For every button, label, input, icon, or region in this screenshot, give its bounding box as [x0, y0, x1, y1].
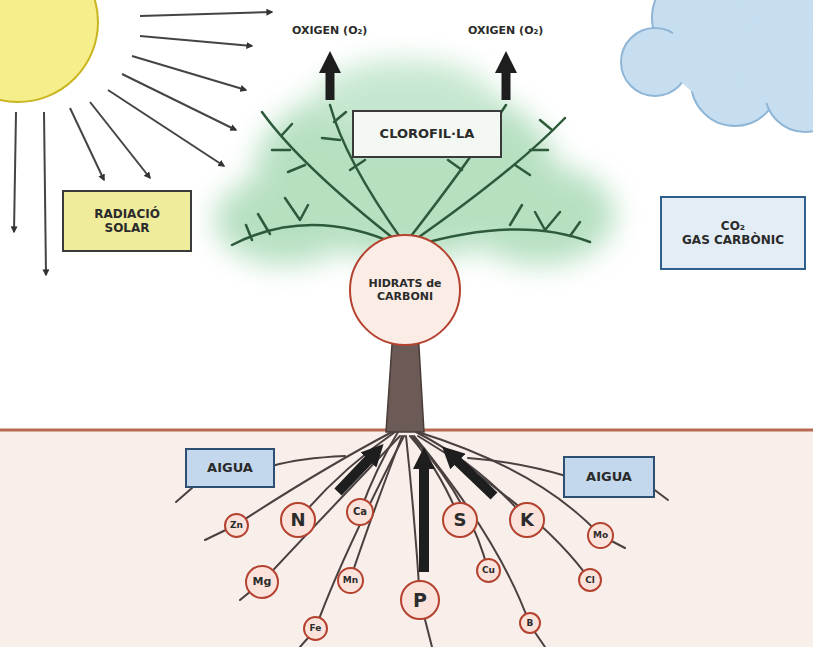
element-circle: Zn: [224, 513, 249, 538]
element-circle: Mn: [337, 567, 364, 594]
branches: [232, 105, 590, 246]
circle-label: Cu: [482, 565, 495, 576]
gas-label: OXIGEN (O₂): [468, 24, 543, 37]
element-circle: N: [280, 502, 316, 538]
circle-label: Cl: [585, 575, 595, 586]
product-circle: HIDRATS de CARBONI: [349, 234, 461, 346]
box-label: AIGUA: [207, 460, 253, 476]
cloud-fill: [670, 0, 813, 105]
circle-label: Zn: [230, 520, 243, 531]
circle-label: P: [413, 589, 427, 612]
circle-label: HIDRATS de CARBONI: [362, 277, 448, 303]
element-circle: Ca: [346, 498, 374, 526]
element-circle: B: [519, 612, 541, 634]
oxygen-arrows: [330, 62, 506, 100]
box-label: CO₂: [721, 219, 745, 233]
box-label: RADIACIÓ SOLAR: [74, 207, 180, 236]
pigment-box: CLOROFIL·LA: [352, 110, 502, 158]
sun: [0, 0, 98, 102]
water-box: AIGUA: [563, 456, 655, 498]
box-label: AIGUA: [586, 469, 632, 485]
circle-label: B: [527, 618, 534, 629]
element-circle: S: [442, 502, 478, 538]
circle-label: Ca: [353, 506, 367, 518]
cloud: [621, 0, 813, 132]
element-circle: Fe: [303, 616, 328, 641]
circle-label: S: [454, 509, 467, 531]
circle-label: N: [290, 509, 305, 531]
element-circle: Cu: [476, 558, 501, 583]
gas-label: OXIGEN (O₂): [292, 24, 367, 37]
uptake-arrows: [338, 452, 494, 572]
circle-label: Mo: [593, 530, 608, 541]
soil: [0, 430, 813, 647]
element-circle: P: [400, 580, 440, 620]
gas-box: CO₂GAS CARBÒNIC: [660, 196, 806, 270]
energy-box: RADIACIÓ SOLAR: [62, 190, 192, 252]
element-circle: Mg: [245, 565, 279, 599]
circle-label: Mn: [343, 575, 358, 586]
element-circle: Cl: [578, 568, 602, 592]
element-circle: K: [509, 502, 545, 538]
water-box: AIGUA: [185, 448, 275, 488]
element-circle: Mo: [587, 522, 614, 549]
circle-label: Mg: [253, 575, 272, 588]
box-label: CLOROFIL·LA: [380, 126, 475, 142]
circle-label: Fe: [310, 623, 322, 634]
circle-label: K: [520, 509, 534, 531]
box-label: GAS CARBÒNIC: [682, 233, 784, 247]
